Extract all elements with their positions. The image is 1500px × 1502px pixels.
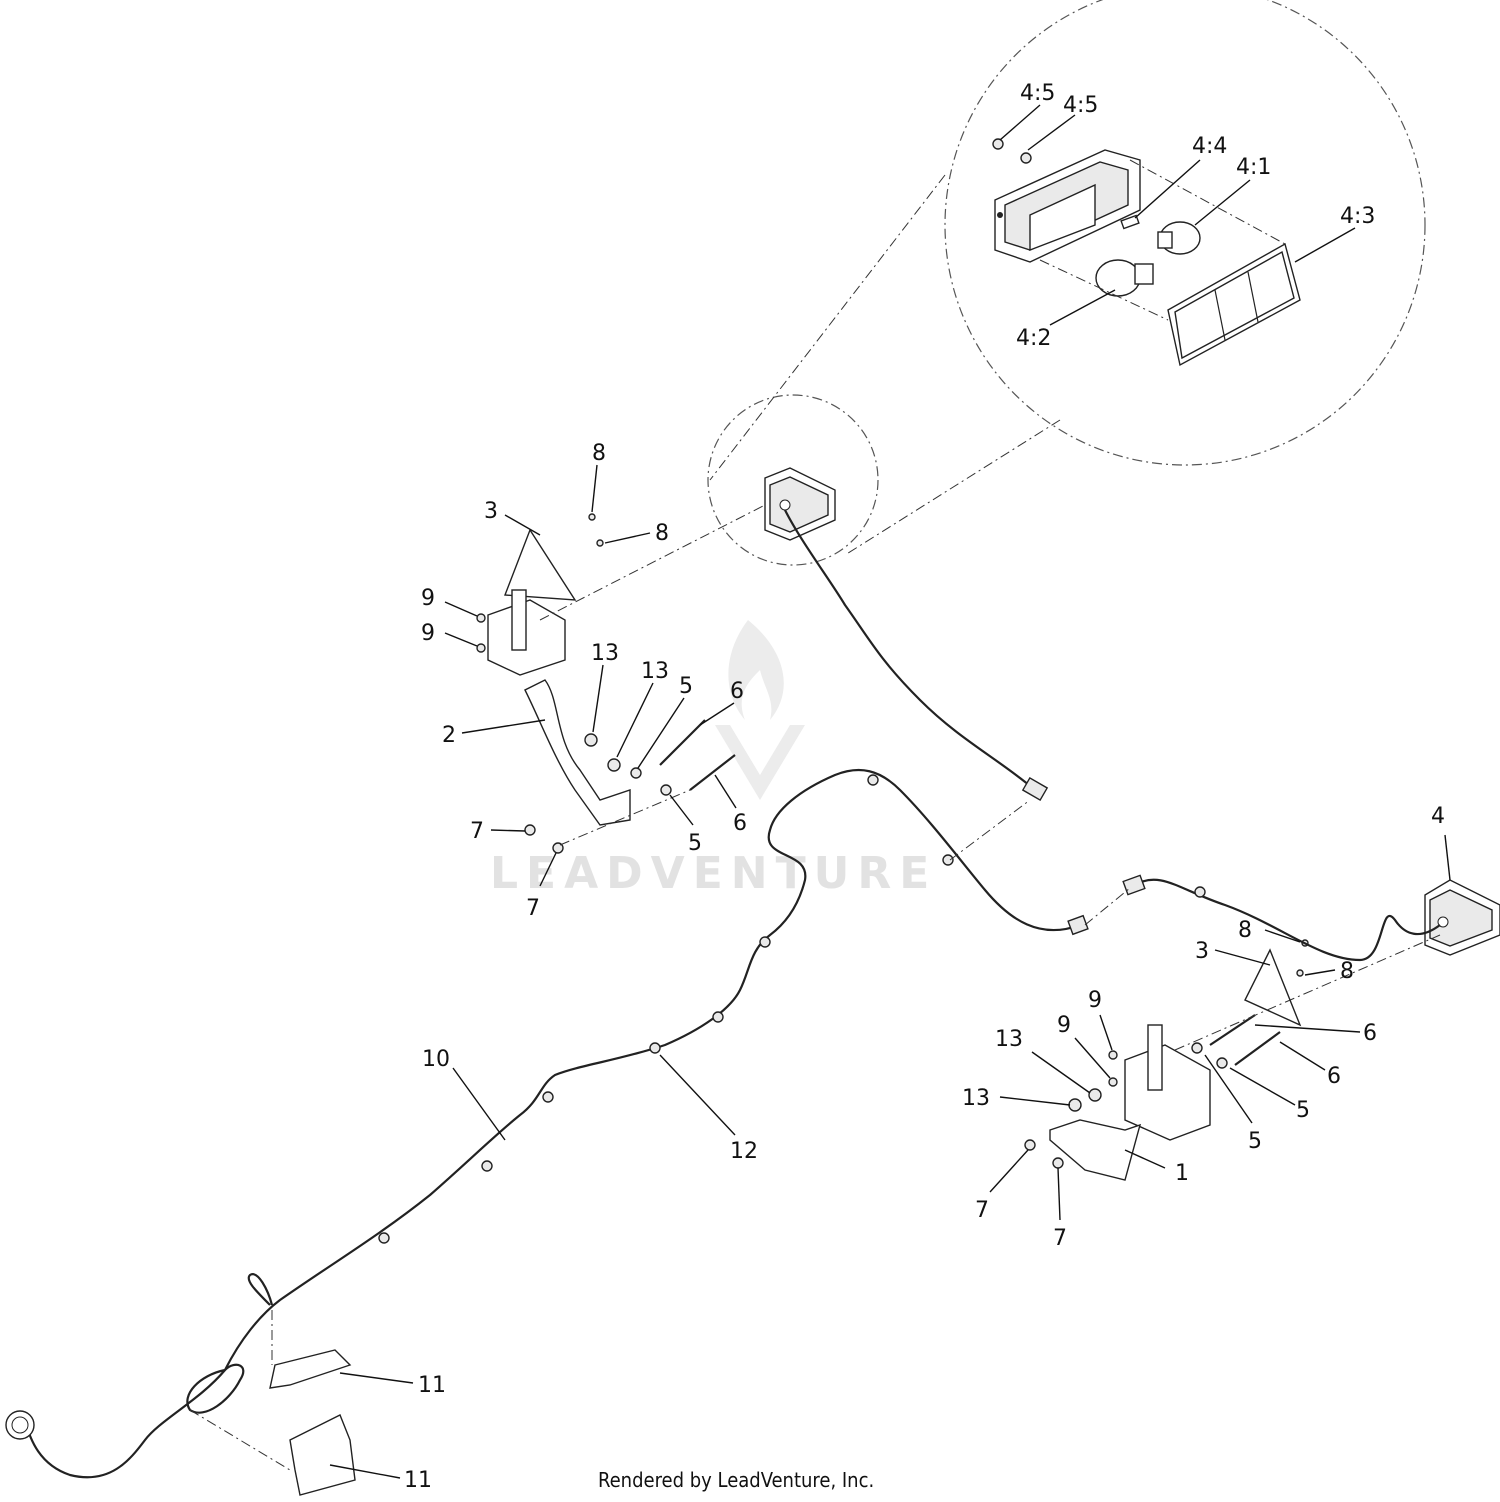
callout-2: 2 bbox=[442, 723, 456, 748]
callout-8-b: 8 bbox=[655, 521, 669, 546]
callout-8-d: 8 bbox=[1340, 959, 1354, 984]
left-tail-lamp bbox=[764, 467, 836, 541]
clip-13-a bbox=[584, 733, 598, 747]
right-bracket-assembly bbox=[1024, 934, 1441, 1181]
callout-10: 10 bbox=[422, 1047, 450, 1072]
callout-8-c: 8 bbox=[1238, 918, 1252, 943]
callout-4-4: 4:4 bbox=[1192, 134, 1227, 159]
right-tail-lamp bbox=[1424, 879, 1500, 956]
callout-13-d: 13 bbox=[962, 1086, 990, 1111]
bolt-6-b bbox=[689, 754, 736, 791]
footer-credit: Rendered by LeadVenture, Inc. bbox=[598, 1468, 874, 1492]
callout-4-5-a: 4:5 bbox=[1020, 81, 1055, 106]
callout-13-c: 13 bbox=[995, 1027, 1023, 1052]
clip-13-b bbox=[607, 758, 621, 772]
bolt-6-a bbox=[659, 719, 706, 766]
callout-8-a: 8 bbox=[592, 441, 606, 466]
callout-3-b: 3 bbox=[1195, 939, 1209, 964]
callout-4-1: 4:1 bbox=[1236, 155, 1271, 180]
mount-brackets bbox=[189, 1310, 356, 1496]
callout-5-a: 5 bbox=[679, 674, 693, 699]
detail-source-circle bbox=[707, 394, 879, 566]
callout-6-a: 6 bbox=[730, 679, 744, 704]
reflector-triangle-left bbox=[504, 528, 577, 601]
callout-9-b: 9 bbox=[421, 621, 435, 646]
callout-5-c: 5 bbox=[1296, 1098, 1310, 1123]
wire-harness bbox=[5, 509, 1441, 1479]
watermark: LEADVENTURE bbox=[490, 620, 937, 899]
callout-13-b: 13 bbox=[641, 659, 669, 684]
callout-11-a: 11 bbox=[418, 1373, 446, 1398]
callout-12: 12 bbox=[730, 1139, 758, 1164]
bulb-4-1 bbox=[1157, 221, 1201, 255]
lens-4-3 bbox=[1167, 242, 1301, 367]
watermark-text: LEADVENTURE bbox=[490, 848, 937, 899]
callout-4-2: 4:2 bbox=[1016, 326, 1051, 351]
detail-line-left bbox=[709, 174, 946, 481]
detail-line-right bbox=[844, 419, 1061, 556]
leader-lines bbox=[329, 104, 1451, 1479]
callout-11-b: 11 bbox=[404, 1468, 432, 1493]
nut-4-5-a bbox=[992, 138, 1004, 150]
callout-7-a: 7 bbox=[470, 819, 484, 844]
callout-7-d: 7 bbox=[1053, 1226, 1067, 1251]
callout-4: 4 bbox=[1431, 804, 1445, 829]
callout-4-3: 4:3 bbox=[1340, 204, 1375, 229]
callout-labels: 4:5 4:5 4:4 4:1 4:3 4:2 8 3 8 9 9 13 13 … bbox=[404, 81, 1445, 1493]
callout-5-b: 5 bbox=[688, 831, 702, 856]
callout-6-d: 6 bbox=[1327, 1064, 1341, 1089]
callout-4-5-b: 4:5 bbox=[1063, 93, 1098, 118]
callout-13-a: 13 bbox=[591, 641, 619, 666]
callout-5-d: 5 bbox=[1248, 1129, 1262, 1154]
reflector-triangle-right bbox=[1244, 948, 1302, 1027]
callout-6-b: 6 bbox=[733, 811, 747, 836]
callout-3-a: 3 bbox=[484, 499, 498, 524]
left-bracket-assembly bbox=[476, 504, 766, 854]
callout-9-c: 9 bbox=[1088, 988, 1102, 1013]
bulb-4-2 bbox=[1095, 259, 1154, 297]
callout-9-a: 9 bbox=[421, 586, 435, 611]
callout-9-d: 9 bbox=[1057, 1013, 1071, 1038]
callout-7-c: 7 bbox=[975, 1198, 989, 1223]
callout-7-b: 7 bbox=[526, 896, 540, 921]
detail-view-lamp-exploded bbox=[707, 0, 1426, 566]
callout-1: 1 bbox=[1175, 1161, 1189, 1186]
nut-4-5-b bbox=[1020, 152, 1032, 164]
detail-circle bbox=[944, 0, 1426, 466]
callout-6-c: 6 bbox=[1363, 1021, 1377, 1046]
lamp-housing bbox=[994, 149, 1141, 263]
screw-4-4 bbox=[1120, 214, 1140, 230]
